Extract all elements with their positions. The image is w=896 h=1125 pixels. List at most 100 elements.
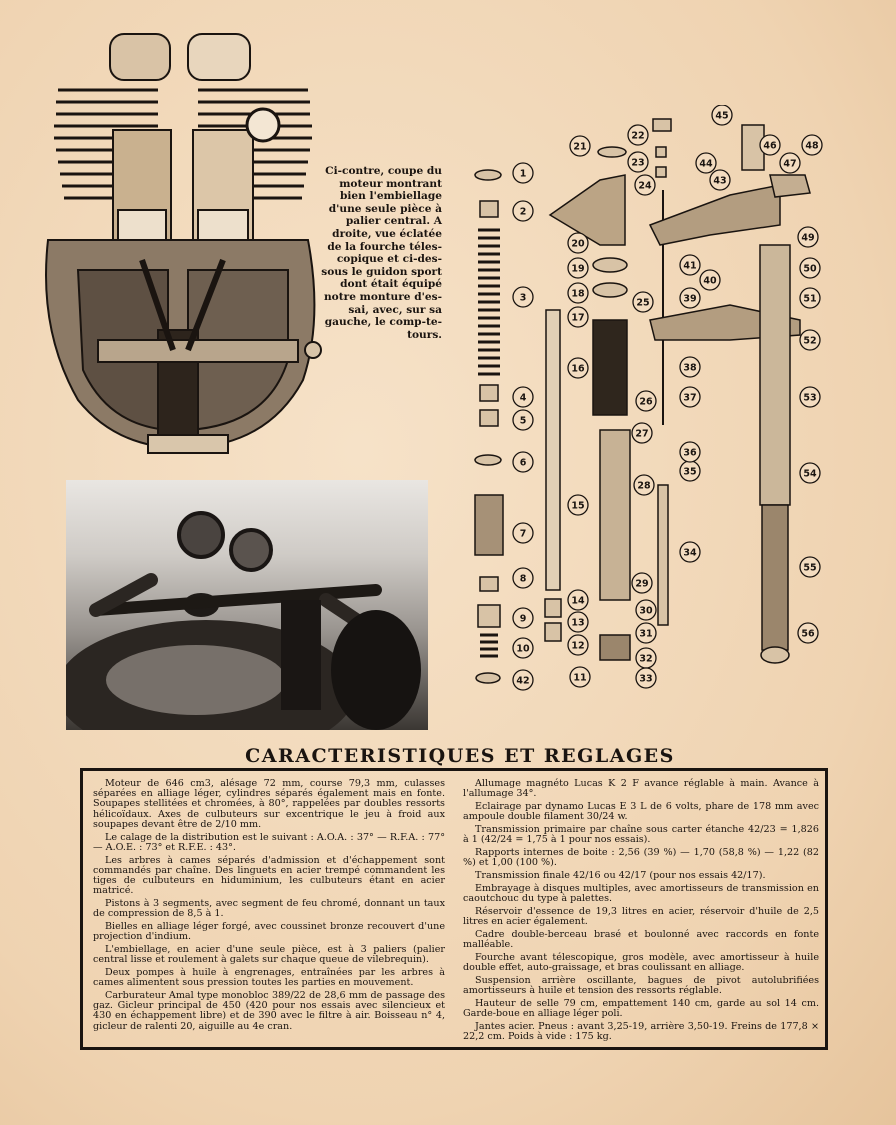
callout-number: 19 bbox=[571, 264, 584, 275]
callout-44: 44 bbox=[695, 152, 717, 174]
callout-circle bbox=[797, 226, 819, 248]
callout-number: 26 bbox=[639, 397, 653, 408]
callout-48: 48 bbox=[801, 134, 823, 156]
callout-number: 36 bbox=[683, 448, 697, 459]
spec-paragraph: L'embiellage, en acier d'une seule pièce… bbox=[93, 944, 445, 966]
callout-number: 28 bbox=[637, 481, 651, 492]
spec-paragraph: Jantes acier. Pneus : avant 3,25-19, arr… bbox=[463, 1020, 819, 1042]
callout-circle bbox=[799, 386, 821, 408]
callout-54: 54 bbox=[799, 462, 821, 484]
callout-circle bbox=[635, 622, 657, 644]
spec-paragraph: Rapports internes de boite : 2,56 (39 %)… bbox=[463, 847, 819, 869]
spec-paragraph: Moteur de 646 cm3, alésage 72 mm, course… bbox=[93, 778, 445, 830]
callout-number: 2 bbox=[520, 207, 527, 218]
callout-number: 18 bbox=[571, 289, 585, 300]
callout-25: 25 bbox=[632, 291, 654, 313]
callout-number: 21 bbox=[573, 142, 586, 153]
callout-number: 51 bbox=[803, 294, 816, 305]
specs-column-right: Allumage magnéto Lucas K 2 F avance régl… bbox=[463, 778, 819, 1045]
callout-26: 26 bbox=[635, 390, 657, 412]
callout-number: 38 bbox=[683, 363, 697, 374]
specs-box: Moteur de 646 cm3, alésage 72 mm, course… bbox=[80, 768, 828, 1050]
fork-exploded-view: 1234567891011121314151617181920212223242… bbox=[474, 105, 823, 691]
callout-number: 35 bbox=[683, 467, 696, 478]
caption-line: bien l'embiellage bbox=[339, 190, 442, 203]
callout-number: 31 bbox=[639, 629, 652, 640]
caption-line: dont était équipé bbox=[340, 278, 442, 291]
callout-number: 29 bbox=[635, 579, 648, 590]
callout-16: 16 bbox=[567, 357, 589, 379]
callout-21: 21 bbox=[569, 135, 591, 157]
callout-circle bbox=[797, 622, 819, 644]
spec-paragraph: Hauteur de selle 79 cm, empattement 140 … bbox=[463, 997, 819, 1019]
callout-13: 13 bbox=[567, 611, 589, 633]
callout-number: 7 bbox=[520, 529, 527, 540]
callout-12: 12 bbox=[567, 634, 589, 656]
callout-8: 8 bbox=[512, 567, 534, 589]
callout-40: 40 bbox=[699, 269, 721, 291]
callout-number: 20 bbox=[571, 239, 585, 250]
callout-number: 32 bbox=[639, 654, 652, 665]
callout-3: 3 bbox=[512, 286, 534, 308]
callout-number: 5 bbox=[520, 416, 527, 427]
callout-41: 41 bbox=[679, 254, 701, 276]
callout-number: 30 bbox=[639, 606, 653, 617]
specs-column-left: Moteur de 646 cm3, alésage 72 mm, course… bbox=[93, 778, 445, 1034]
callout-circle bbox=[635, 599, 657, 621]
callout-number: 25 bbox=[636, 298, 649, 309]
caption-line: copique et ci-des- bbox=[336, 253, 442, 266]
callout-circle bbox=[569, 666, 591, 688]
spec-paragraph: Eclairage par dynamo Lucas E 3 L de 6 vo… bbox=[463, 801, 819, 823]
caption-line: sous le guidon sport bbox=[321, 265, 442, 278]
caption-line: palier central. A bbox=[345, 215, 442, 228]
callout-circle bbox=[512, 162, 534, 184]
callout-circle bbox=[679, 287, 701, 309]
callout-53: 53 bbox=[799, 386, 821, 408]
callout-number: 52 bbox=[803, 336, 816, 347]
callout-28: 28 bbox=[633, 474, 655, 496]
section-title: CARACTERISTIQUES ET REGLAGES bbox=[245, 745, 675, 767]
callout-circle bbox=[779, 152, 801, 174]
callout-number: 14 bbox=[571, 596, 585, 607]
spec-paragraph: Fourche avant télescopique, gros modèle,… bbox=[463, 951, 819, 973]
callout-23: 23 bbox=[627, 151, 649, 173]
callout-circle bbox=[635, 390, 657, 412]
callout-circle bbox=[567, 232, 589, 254]
callout-number: 16 bbox=[571, 364, 585, 375]
callout-4: 4 bbox=[512, 386, 534, 408]
callout-circle bbox=[512, 607, 534, 629]
callout-circle bbox=[569, 135, 591, 157]
callout-47: 47 bbox=[779, 152, 801, 174]
callout-circle bbox=[634, 174, 656, 196]
callout-number: 33 bbox=[639, 674, 652, 685]
callout-circle bbox=[695, 152, 717, 174]
callout-circle bbox=[759, 134, 781, 156]
callout-number: 24 bbox=[638, 181, 652, 192]
callout-number: 22 bbox=[631, 131, 644, 142]
callout-20: 20 bbox=[567, 232, 589, 254]
callout-circle bbox=[567, 611, 589, 633]
caption-line: moteur montrant bbox=[339, 177, 442, 190]
callout-circle bbox=[633, 474, 655, 496]
callout-circle bbox=[567, 634, 589, 656]
callout-circle bbox=[679, 441, 701, 463]
callout-17: 17 bbox=[567, 306, 589, 328]
callout-circle bbox=[512, 567, 534, 589]
callout-circle bbox=[679, 386, 701, 408]
callout-circle bbox=[799, 462, 821, 484]
callout-number: 45 bbox=[715, 111, 728, 122]
callout-45: 45 bbox=[711, 105, 733, 126]
spec-paragraph: Réservoir d'essence de 19,3 litres en ac… bbox=[463, 905, 819, 927]
callout-37: 37 bbox=[679, 386, 701, 408]
callout-51: 51 bbox=[799, 287, 821, 309]
spec-paragraph: Embrayage à disques multiples, avec amor… bbox=[463, 882, 819, 904]
callout-circle bbox=[632, 291, 654, 313]
callout-circle bbox=[699, 269, 721, 291]
callout-circle bbox=[567, 589, 589, 611]
callout-14: 14 bbox=[567, 589, 589, 611]
callout-circle bbox=[679, 254, 701, 276]
callout-circle bbox=[567, 282, 589, 304]
caption-line: de la fourche téles- bbox=[327, 240, 442, 253]
callout-circle bbox=[512, 522, 534, 544]
callout-5: 5 bbox=[512, 409, 534, 431]
